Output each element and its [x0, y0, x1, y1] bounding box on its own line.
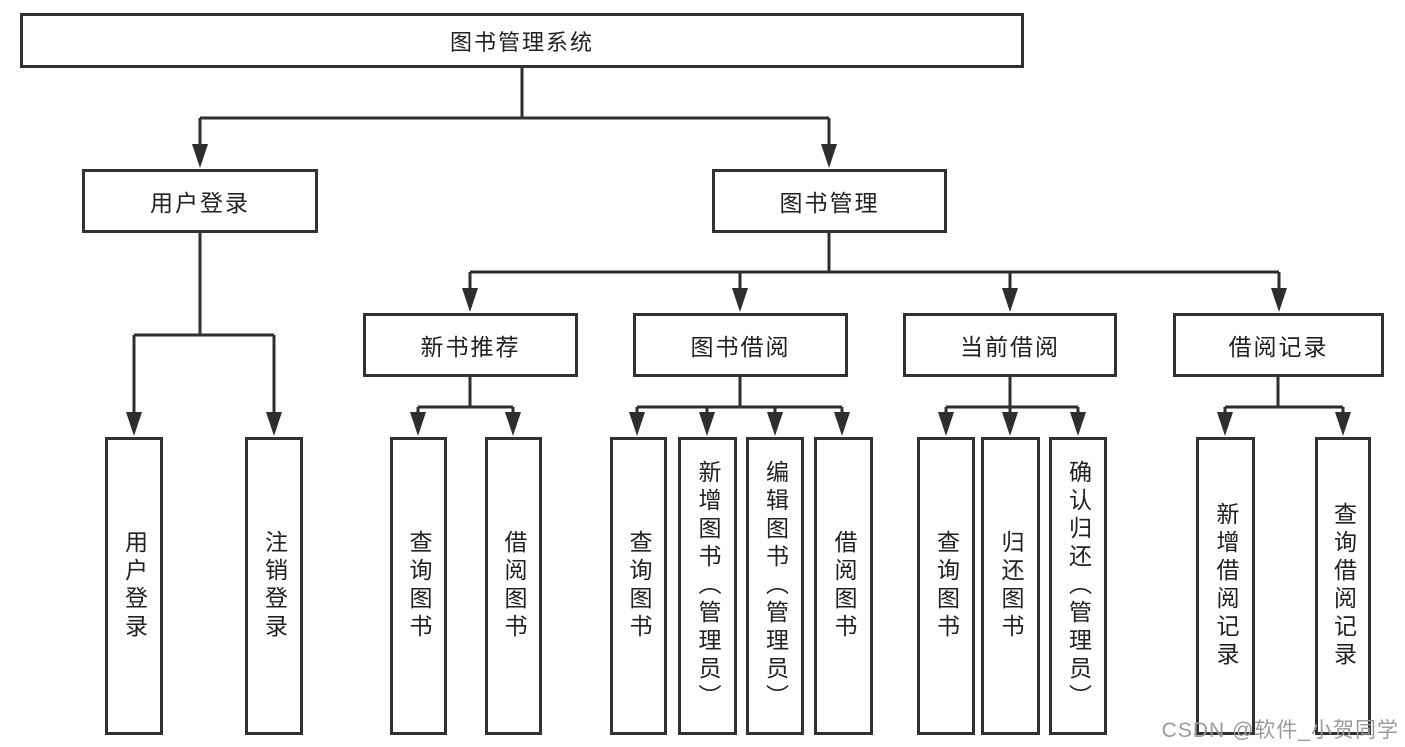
node-book-borrow: 图书借阅 [633, 313, 848, 377]
leaf-borrow-books-recommend: 借阅图书 [485, 437, 542, 735]
node-user-login-label: 用户登录 [150, 190, 250, 216]
leaf-logout: 注销登录 [245, 437, 303, 735]
node-book-management: 图书管理 [712, 169, 947, 233]
leaf-query-borrow-record-label: 查询借阅记录 [1330, 502, 1357, 670]
leaf-confirm-return-admin-label: 确认归还（管理员） [1065, 460, 1092, 712]
leaf-edit-books-admin-label: 编辑图书（管理员） [762, 460, 789, 712]
leaf-borrow-books-label: 借阅图书 [831, 530, 857, 642]
node-root-label: 图书管理系统 [449, 29, 594, 55]
node-book-borrow-label: 图书借阅 [690, 334, 791, 360]
node-new-book-recommend-label: 新书推荐 [420, 334, 521, 360]
leaf-query-books-borrow-label: 查询图书 [626, 530, 652, 642]
node-new-book-recommend: 新书推荐 [363, 313, 578, 377]
leaf-logout-label: 注销登录 [261, 530, 288, 642]
leaf-query-books-recommend-label: 查询图书 [406, 530, 432, 642]
leaf-confirm-return-admin: 确认归还（管理员） [1049, 437, 1107, 735]
node-current-borrow-label: 当前借阅 [960, 334, 1060, 360]
leaf-return-books-label: 归还图书 [998, 530, 1024, 642]
leaf-borrow-books-recommend-label: 借阅图书 [501, 530, 527, 642]
leaf-user-login-label: 用户登录 [121, 530, 148, 642]
leaf-query-books-borrow: 查询图书 [610, 437, 667, 735]
leaf-user-login: 用户登录 [105, 437, 163, 735]
leaf-query-borrow-record: 查询借阅记录 [1315, 437, 1371, 735]
leaf-add-books-admin: 新增图书（管理员） [678, 437, 737, 735]
leaf-return-books: 归还图书 [981, 437, 1040, 735]
leaf-add-borrow-record-label: 新增借阅记录 [1213, 502, 1239, 670]
leaf-add-books-admin-label: 新增图书（管理员） [695, 460, 721, 712]
node-root-system: 图书管理系统 [20, 13, 1024, 68]
node-user-login: 用户登录 [82, 169, 318, 233]
node-book-management-label: 图书管理 [779, 190, 880, 216]
csdn-watermark: CSDN @软件_小贺同学 [1161, 719, 1399, 742]
node-current-borrow: 当前借阅 [903, 313, 1117, 377]
node-borrow-records: 借阅记录 [1173, 313, 1384, 377]
arrowheads [126, 144, 1351, 436]
leaf-query-books-current: 查询图书 [917, 437, 975, 735]
leaf-edit-books-admin: 编辑图书（管理员） [746, 437, 804, 735]
leaf-query-books-recommend: 查询图书 [390, 437, 447, 735]
node-borrow-records-label: 借阅记录 [1228, 334, 1329, 360]
leaf-borrow-books: 借阅图书 [814, 437, 873, 735]
leaf-query-books-current-label: 查询图书 [933, 530, 960, 642]
leaf-add-borrow-record: 新增借阅记录 [1196, 437, 1255, 735]
